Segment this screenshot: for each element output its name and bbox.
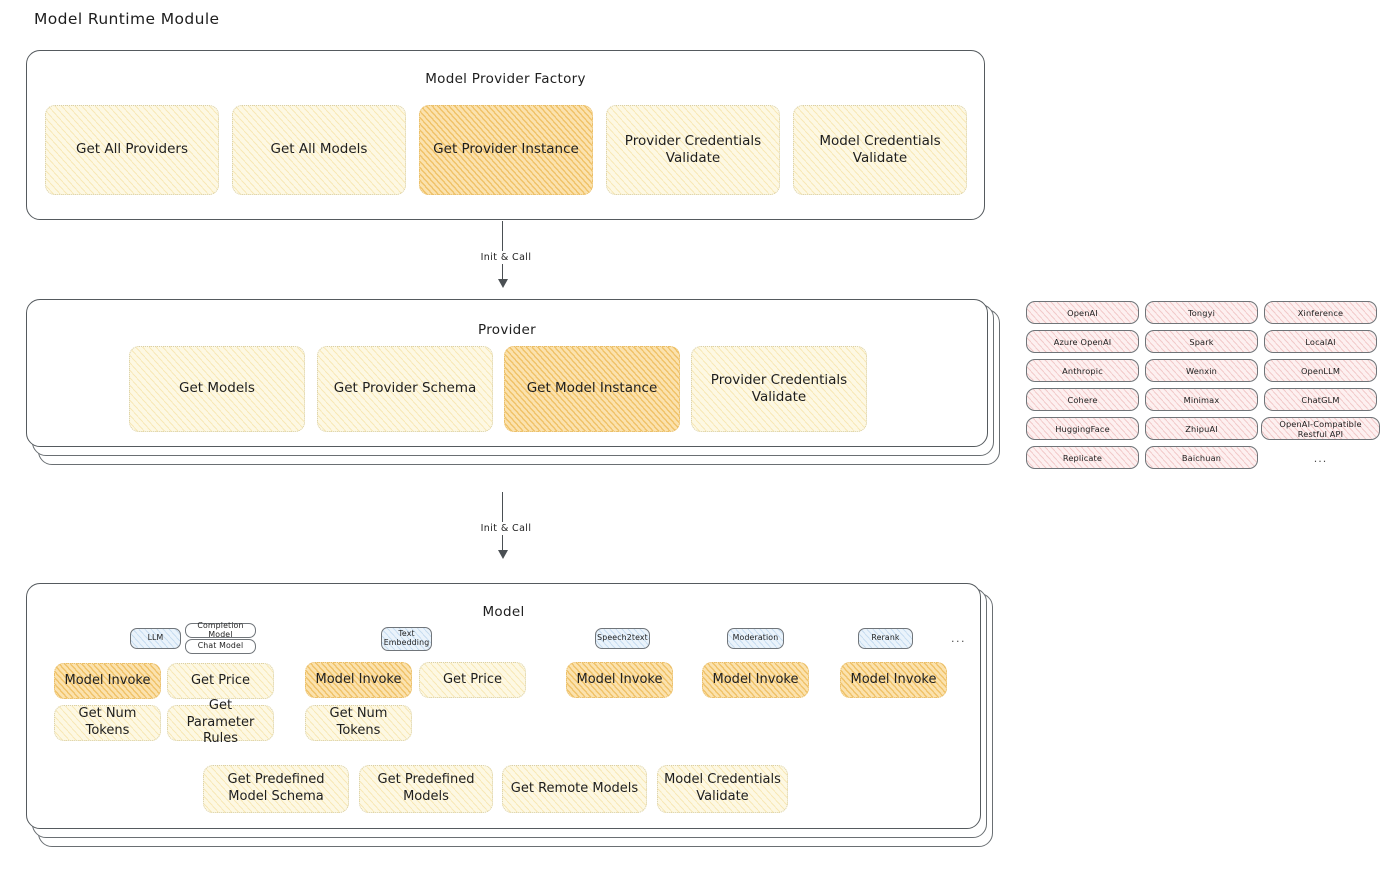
arrow-factory-to-provider-label: Init & Call [466,251,546,264]
factory-box-provider-credentials-validate[interactable]: Provider Credentials Validate [606,105,780,195]
text-embedding-method-get-num-tokens[interactable]: Get Num Tokens [305,705,412,741]
text-embedding-method-model-invoke[interactable]: Model Invoke [305,662,412,698]
moderation-method-model-invoke[interactable]: Model Invoke [702,662,809,698]
provider-chip-openai[interactable]: OpenAI [1026,301,1139,324]
model-type-badge-llm[interactable]: LLM [130,628,181,649]
provider-chip-zhipuai[interactable]: ZhipuAI [1145,417,1258,440]
llm-method-get-parameter-rules[interactable]: Get Parameter Rules [167,698,274,746]
model-type-badge-moderation[interactable]: Moderation [727,628,784,649]
model-common-method-get-predefined-models[interactable]: Get Predefined Models [359,765,493,813]
provider-box-get-models[interactable]: Get Models [129,346,305,432]
model-type-badge-speech2text[interactable]: Speech2text [595,628,650,649]
provider-chip-openai-compatible-restful-api[interactable]: OpenAI-Compatible Restful API [1261,417,1380,440]
model-common-method-model-credentials-validate[interactable]: Model Credentials Validate [657,765,788,813]
model-type-badge-rerank[interactable]: Rerank [858,628,913,649]
factory-box-get-all-models[interactable]: Get All Models [232,105,406,195]
llm-method-model-invoke[interactable]: Model Invoke [54,663,161,699]
provider-chip-xinference[interactable]: Xinference [1264,301,1377,324]
factory-box-model-credentials-validate[interactable]: Model Credentials Validate [793,105,967,195]
provider-box-get-provider-schema[interactable]: Get Provider Schema [317,346,493,432]
model-provider-factory-title: Model Provider Factory [425,71,586,87]
provider-chip-replicate[interactable]: Replicate [1026,446,1139,469]
provider-chip-minimax[interactable]: Minimax [1145,388,1258,411]
llm-method-get-num-tokens[interactable]: Get Num Tokens [54,705,161,741]
model-type-badge-text-embedding[interactable]: Text Embedding [381,627,432,651]
provider-chip-cohere[interactable]: Cohere [1026,388,1139,411]
provider-title: Provider [478,322,536,338]
provider-chip-spark[interactable]: Spark [1145,330,1258,353]
provider-chip-chatglm[interactable]: ChatGLM [1264,388,1377,411]
provider-chip-tongyi[interactable]: Tongyi [1145,301,1258,324]
arrow-provider-to-model-head [498,550,508,559]
provider-chip-azure-openai[interactable]: Azure OpenAI [1026,330,1139,353]
model-subtype-badge-completion-model[interactable]: Completion Model [185,621,256,638]
model-title: Model [482,604,525,620]
page-title: Model Runtime Module [34,10,220,28]
arrow-provider-to-model-label: Init & Call [466,522,546,535]
provider-box-provider-credentials-validate[interactable]: Provider Credentials Validate [691,346,867,432]
speech2text-method-model-invoke[interactable]: Model Invoke [566,662,673,698]
text-embedding-method-get-price[interactable]: Get Price [419,662,526,698]
arrow-factory-to-provider-head [498,279,508,288]
model-subtype-badge-chat-model[interactable]: Chat Model [185,639,256,654]
provider-list-ellipsis: ... [1313,452,1328,465]
provider-chip-anthropic[interactable]: Anthropic [1026,359,1139,382]
llm-method-get-price[interactable]: Get Price [167,663,274,699]
factory-box-get-provider-instance[interactable]: Get Provider Instance [419,105,593,195]
provider-chip-localai[interactable]: LocalAI [1264,330,1377,353]
provider-chip-openllm[interactable]: OpenLLM [1264,359,1377,382]
provider-chip-wenxin[interactable]: Wenxin [1145,359,1258,382]
provider-chip-huggingface[interactable]: HuggingFace [1026,417,1139,440]
factory-box-get-all-providers[interactable]: Get All Providers [45,105,219,195]
provider-chip-baichuan[interactable]: Baichuan [1145,446,1258,469]
provider-box-get-model-instance[interactable]: Get Model Instance [504,346,680,432]
model-common-method-get-predefined-model-schema[interactable]: Get Predefined Model Schema [203,765,349,813]
model-common-method-get-remote-models[interactable]: Get Remote Models [502,765,647,813]
model-types-ellipsis: ... [951,632,966,645]
rerank-method-model-invoke[interactable]: Model Invoke [840,662,947,698]
